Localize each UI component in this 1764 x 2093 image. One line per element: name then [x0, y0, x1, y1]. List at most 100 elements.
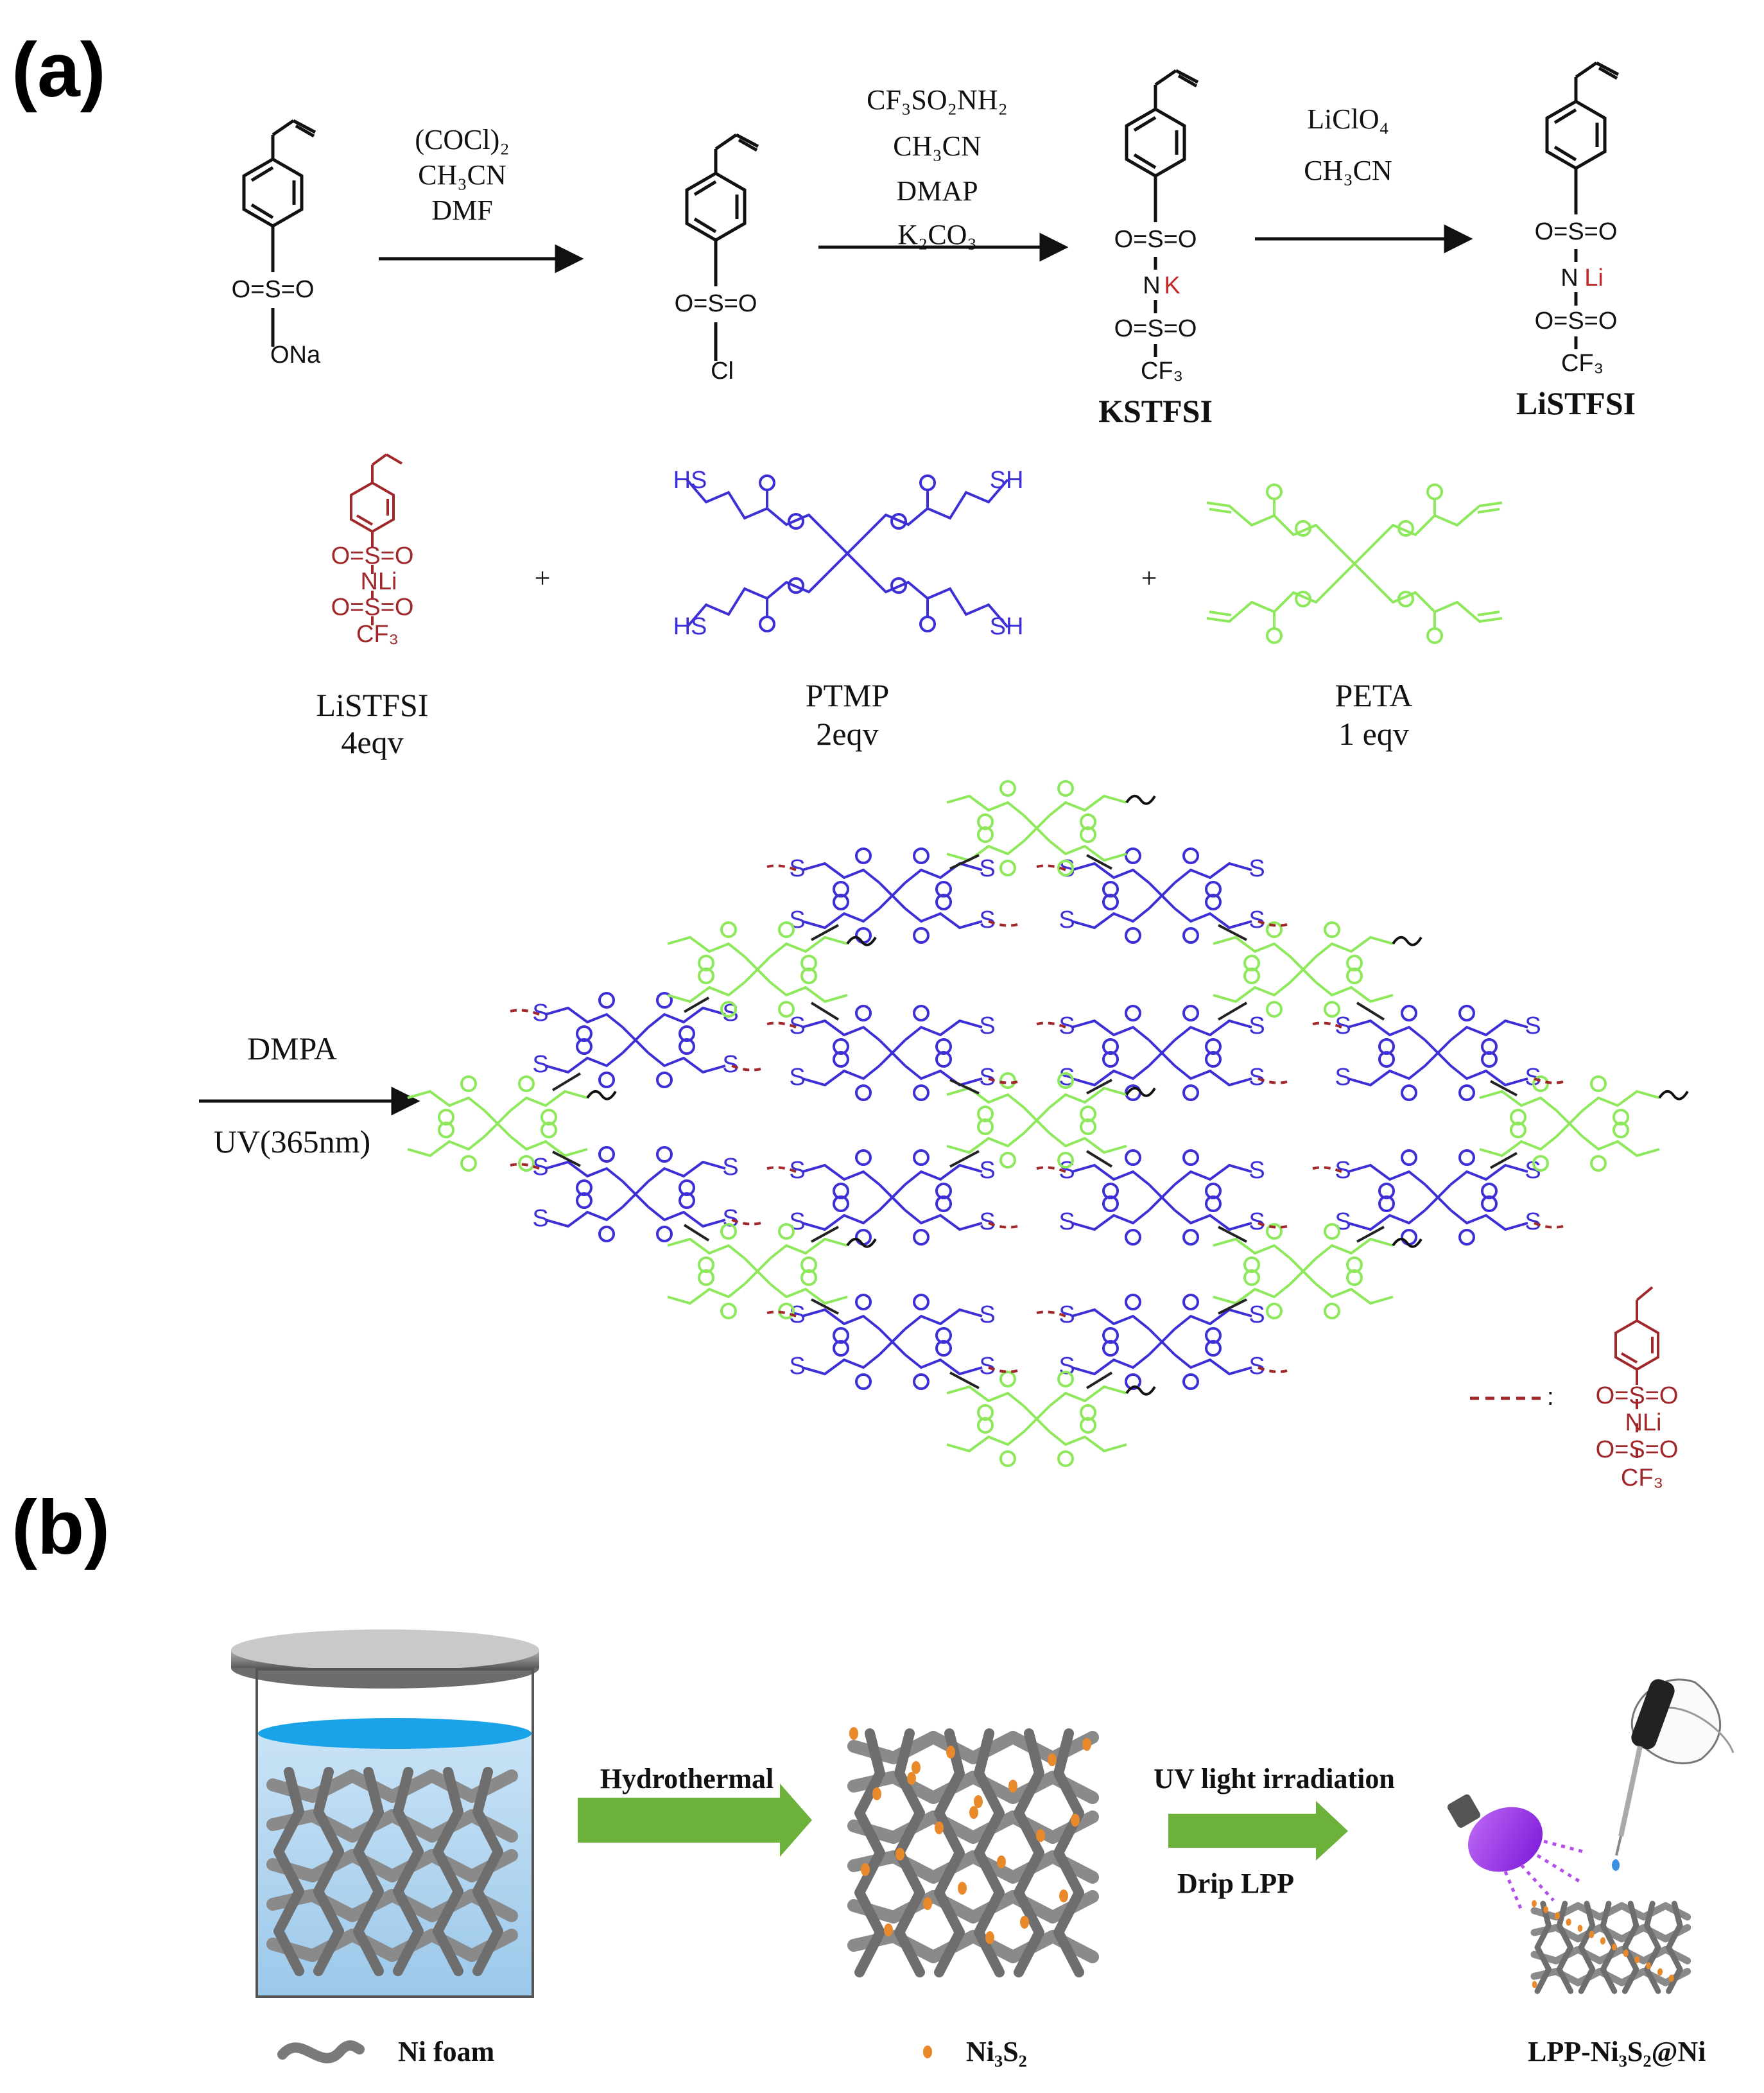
- svg-text:S: S: [1059, 907, 1075, 934]
- foam-strut: [847, 1850, 1099, 1884]
- ni3s2-particle: [1543, 1906, 1548, 1913]
- listfsi-pendant: [988, 920, 1018, 927]
- foam-strut: [1644, 1900, 1661, 1994]
- ni3s2-particle: [1623, 1949, 1629, 1957]
- ni3s2-particle: [861, 1863, 870, 1876]
- ni3s2-particle: [1036, 1829, 1045, 1842]
- thioether-link: [1086, 1079, 1112, 1095]
- ni3s2-particle: [1020, 1916, 1029, 1929]
- monomer-1-amount: 4eqv: [341, 724, 403, 760]
- ni3s2-particle: [1657, 1968, 1663, 1976]
- svg-text:CF₃: CF₃: [1141, 358, 1183, 385]
- svg-text:S: S: [789, 907, 805, 934]
- foam-strut: [266, 1929, 518, 1962]
- foam-strut: [934, 1728, 965, 1977]
- ni-foam-legend-icon: [277, 2040, 365, 2063]
- foam-strut: [847, 1771, 1099, 1804]
- legend-ni-foam: Ni foam: [398, 2036, 494, 2067]
- panel-b-legend: Ni foam Ni₃S₂ LPP-Ni₃S₂@Ni: [277, 2036, 1706, 2067]
- uv-irradiation-label: UV light irradiation: [1154, 1763, 1395, 1794]
- listfsi-pendant: [1312, 1021, 1342, 1029]
- step1-reagent-2: CH₃CN: [418, 159, 506, 191]
- foam-strut: [433, 1767, 463, 1976]
- listfsi-pendant: [766, 1166, 797, 1173]
- polymerization-arrow: DMPA UV(365nm): [199, 1030, 420, 1159]
- svg-text:O=S=O: O=S=O: [1596, 1436, 1679, 1463]
- ni3s2-particle: [1059, 1889, 1068, 1902]
- hydrothermal-arrow: Hydrothermal: [578, 1763, 812, 1857]
- svg-text:S: S: [979, 1353, 995, 1380]
- step1-reagent-1: (COCl)₂: [415, 124, 509, 155]
- ni3s2-particle: [895, 1848, 904, 1861]
- chain-end: [1392, 1238, 1422, 1248]
- step2-reagent-1: CF₃SO₂NH₂: [867, 84, 1008, 116]
- step1-arrow: (COCl)₂ CH₃CN DMF: [379, 124, 584, 274]
- listfsi-pendant: [988, 1366, 1018, 1373]
- peta-crosslink-6: [1479, 1075, 1660, 1172]
- chain-end: [1658, 1090, 1689, 1100]
- ni3s2-particle: [985, 1931, 994, 1944]
- ptmp-sh-4: SH: [990, 613, 1024, 640]
- listfsi-pendant: [766, 864, 797, 871]
- ni3s2-particle: [1566, 1918, 1571, 1926]
- thioether-link: [949, 1150, 980, 1168]
- foam-strut: [273, 1767, 304, 1976]
- monomer-1-name: LiSTFSI: [316, 687, 428, 723]
- kstfsi-label: KSTFSI: [1098, 393, 1213, 429]
- chain-end: [1125, 1087, 1156, 1097]
- thioether-link: [1490, 1152, 1518, 1169]
- ni3s2-particle: [1646, 1962, 1652, 1970]
- ni3s2-particle: [935, 1821, 944, 1834]
- step3-reagent-2: CH₃CN: [1304, 155, 1392, 186]
- peta-crosslink-9: [946, 1371, 1127, 1467]
- svg-text:NLi: NLi: [1625, 1409, 1661, 1436]
- thioether-link: [949, 1371, 980, 1389]
- ptmp-sh-1: HS: [673, 467, 707, 494]
- foam-strut: [1666, 1900, 1683, 1994]
- svg-text:N: N: [1143, 272, 1160, 299]
- monomer-3-amount: 1 eqv: [1338, 716, 1409, 752]
- listfsi-pendant: [1258, 1366, 1288, 1373]
- svg-text:NLi: NLi: [360, 568, 397, 595]
- step3-arrow: LiClO₄ CH₃CN: [1255, 103, 1473, 254]
- svg-text:N: N: [1561, 265, 1578, 291]
- dmpa-label: DMPA: [247, 1030, 337, 1066]
- ni3s2-particle: [872, 1787, 881, 1800]
- listfsi-pendant: [1036, 1166, 1066, 1173]
- foam-strut: [847, 1930, 1099, 1963]
- svg-text:O=S=O: O=S=O: [331, 543, 414, 569]
- ni3s2-particle: [958, 1882, 967, 1895]
- drip-lpp-label: Drip LPP: [1177, 1868, 1294, 1899]
- step2-reagent-3: DMAP: [896, 175, 978, 207]
- monomer-2-name: PTMP: [806, 677, 890, 713]
- foam-strut: [847, 1731, 1099, 1764]
- peta-crosslink-2: [667, 921, 848, 1018]
- svg-text:S: S: [532, 1051, 548, 1078]
- sodium-styrenesulfonate-structure: O=S=O ONa: [232, 121, 321, 369]
- listfsi-monomer: O=S=O NLi O=S=O CF₃: [331, 453, 414, 648]
- uv-drip-arrow: UV light irradiation Drip LPP: [1154, 1763, 1395, 1899]
- ni3s2-particle: [1532, 1900, 1537, 1907]
- foam-strut: [1621, 1900, 1639, 1994]
- hydrothermal-label: Hydrothermal: [600, 1763, 774, 1794]
- listfsi-pendant: [766, 1310, 797, 1317]
- thioether-link: [683, 996, 710, 1013]
- foam-strut: [847, 1890, 1099, 1924]
- ni3s2-particle: [997, 1855, 1006, 1868]
- thioether-link: [949, 854, 980, 870]
- listfsi-pendant: [1258, 1222, 1288, 1229]
- listfsi-pendant: [1312, 1166, 1342, 1173]
- chain-end: [846, 936, 877, 946]
- foam-strut: [1014, 1728, 1044, 1977]
- svg-text:O=S=O: O=S=O: [1535, 218, 1618, 245]
- svg-text:S: S: [722, 1154, 738, 1181]
- ni3s2-particle: [1612, 1943, 1617, 1951]
- svg-text:S: S: [1249, 1208, 1265, 1235]
- foam-strut: [353, 1767, 384, 1976]
